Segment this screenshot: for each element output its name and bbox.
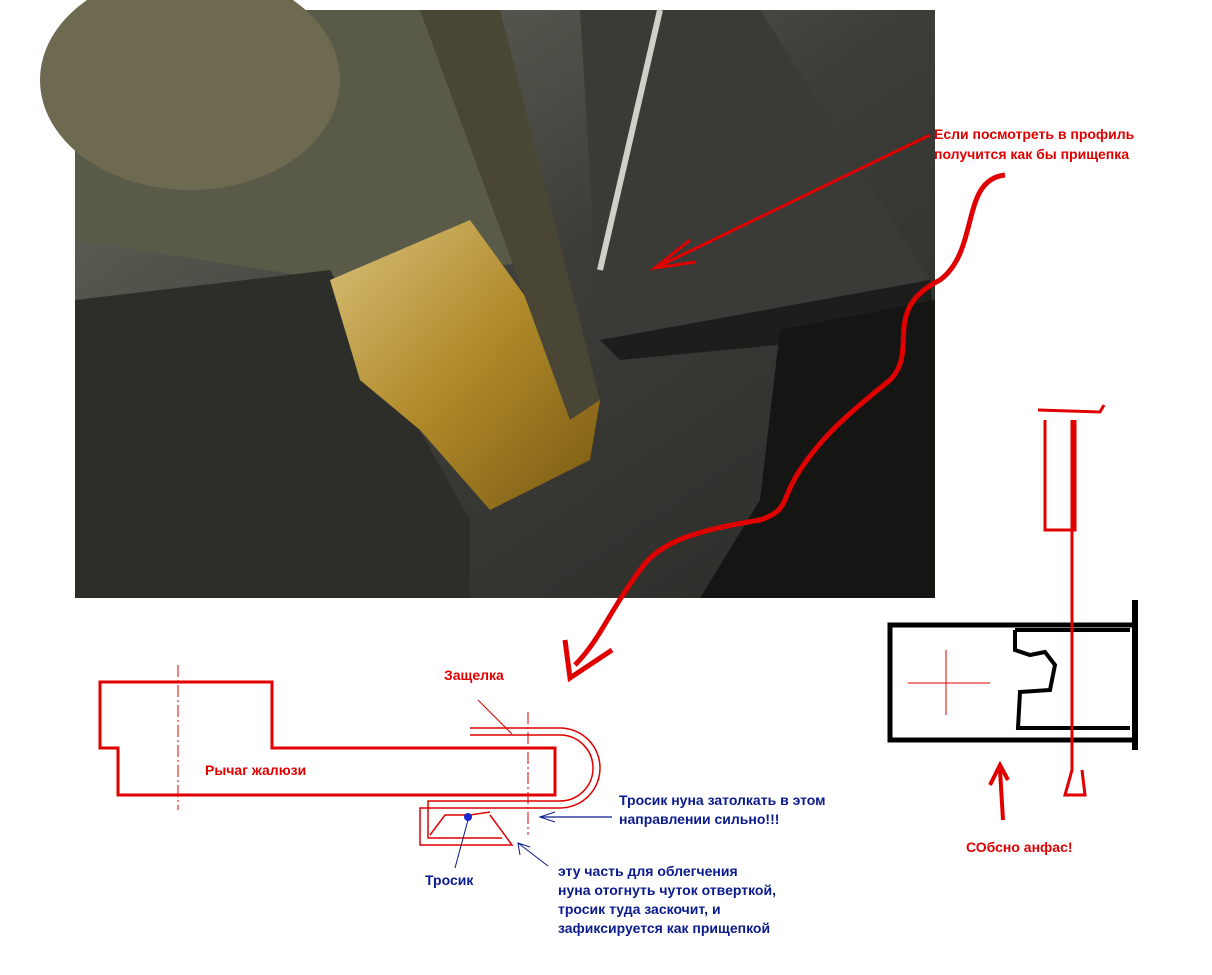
front-view-drawing [887,404,1138,821]
cable-label: Тросик [425,872,474,888]
profile-arrow [649,133,931,271]
photo [40,0,935,598]
photo-annotation-line2: получится как бы прищепка [934,146,1130,162]
push-note-line2: направлении сильно!!! [619,811,780,827]
bend-note-line2: нуна отогнуть чуток отверткой, [558,882,776,898]
bend-note-line3: тросик туда заскочит, и [558,901,721,917]
photo-annotation-line1: Если посмотреть в профиль [934,126,1135,142]
bend-note-line1: эту часть для облегчения [558,863,738,879]
side-view-drawing [98,665,612,869]
bend-note-line4: зафиксируется как прищепкой [558,920,771,936]
push-note-line1: Тросик нуна затолкать в этом [619,792,826,808]
lever-label: Рычаг жалюзи [205,762,307,778]
latch-label: Защелка [444,667,504,683]
long-pointer-arrow [562,172,1006,683]
front-view-label: СОбсно анфас! [966,839,1073,855]
